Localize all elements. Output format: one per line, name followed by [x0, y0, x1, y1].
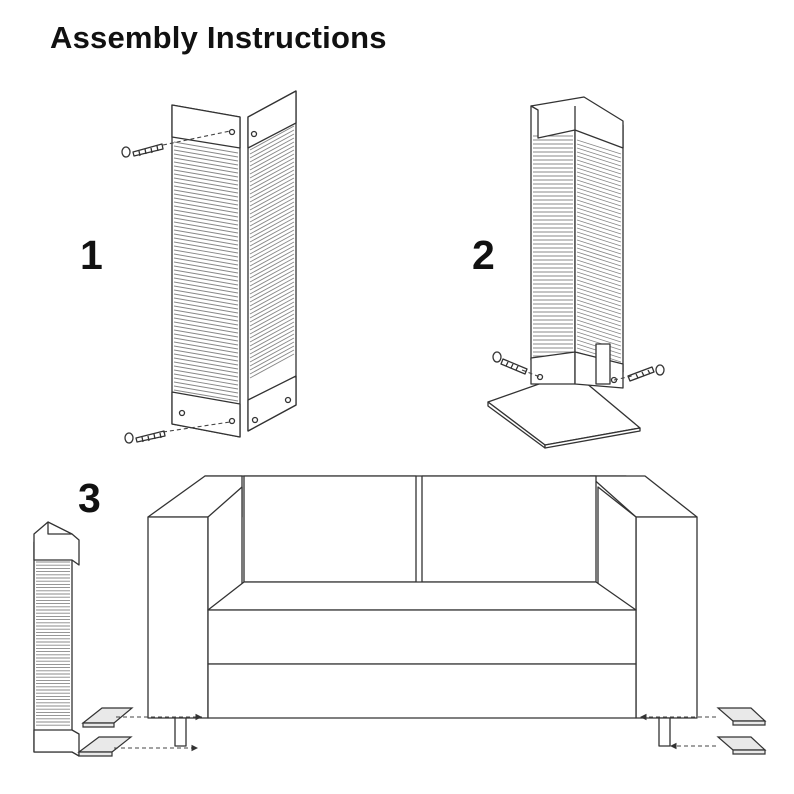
scratch-panel-right — [247, 90, 297, 432]
bottom-cap-front — [530, 351, 576, 385]
bottom-cap-right — [247, 375, 297, 432]
step-number-3: 3 — [78, 475, 101, 521]
back-cushion-right — [421, 475, 597, 583]
sofa-arm-right — [635, 516, 698, 719]
top-cap-left — [171, 104, 241, 149]
sisal-ribs-front — [533, 135, 573, 357]
corner-scratch-post — [33, 521, 80, 757]
sisal-ribs-side — [576, 139, 622, 375]
sofa-leg — [174, 717, 187, 747]
scratch-panel-left — [171, 104, 241, 438]
bottom-cap-left — [171, 391, 241, 438]
base-board — [487, 371, 641, 449]
sofa-leg — [658, 717, 671, 747]
seat-cushion — [207, 609, 637, 665]
top-cap-right — [247, 90, 297, 149]
screw-icon — [124, 430, 166, 444]
sofa — [147, 475, 698, 747]
seat-top — [207, 581, 637, 611]
bottom-cap — [33, 729, 80, 757]
mounting-pad — [716, 707, 767, 726]
step-number-2: 2 — [472, 232, 495, 278]
step-1-illustration — [121, 90, 297, 444]
sofa-arm-left — [147, 516, 209, 719]
page-title: Assembly Instructions — [50, 20, 387, 55]
back-cushion-left — [243, 475, 417, 583]
screw-icon — [492, 351, 528, 375]
step-number-1: 1 — [80, 232, 103, 278]
screw-icon — [121, 143, 164, 158]
screw-icon — [627, 364, 665, 382]
step-3-illustration — [33, 475, 767, 757]
sisal-ribs-left — [173, 141, 239, 410]
mounting-pad — [81, 707, 134, 728]
corner-scratch-post — [530, 96, 624, 389]
top-cap — [530, 96, 624, 149]
step-2-illustration — [487, 96, 665, 449]
mounting-pad — [716, 736, 767, 755]
mounting-pad — [77, 736, 133, 757]
sofa-base — [207, 663, 637, 719]
sisal-ribs — [36, 561, 70, 726]
top-cap — [33, 521, 80, 566]
